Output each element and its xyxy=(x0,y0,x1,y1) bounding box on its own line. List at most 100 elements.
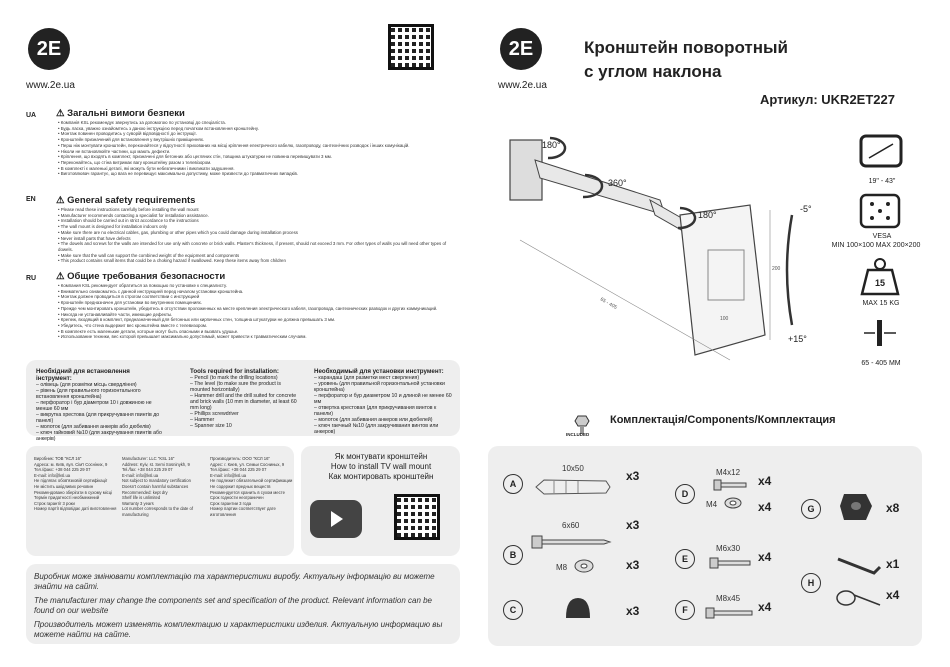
list-item: Срок гарантии 3 года xyxy=(210,500,252,506)
list-item: • Never install parts that have defects xyxy=(58,235,131,241)
list-item: Тел./факс: +38 044 225 29 07 xyxy=(210,467,267,473)
list-item: – ключ гайковий №10 (для закручування гв… xyxy=(36,430,162,442)
list-item: – Hammer drill and the drill suited for … xyxy=(190,393,297,411)
dowel-icon xyxy=(535,479,611,495)
safety-list-en: • Please read these instructions careful… xyxy=(58,207,458,264)
list-item: Номер партии соответствует дате изготовл… xyxy=(210,506,276,517)
article-number: Артикул: UKR2ET227 xyxy=(760,92,895,107)
list-item: Термін придатності необмежений xyxy=(34,495,100,501)
screw-m6-icon xyxy=(709,557,751,569)
list-item: Адреса: м. Київ, вул. Сім'ї Сосніних, 9 xyxy=(34,461,108,467)
list-item: Manufacturer: LLC "KSL 16" xyxy=(122,456,175,461)
list-item: – олівець (для розмітки місць свердління… xyxy=(36,382,137,388)
spec-vesa-range: MIN 100×100 MAX 200×200 xyxy=(831,242,921,249)
weight-icon xyxy=(860,258,900,296)
list-item: – перфоратор і бур діаметром 10 і довжин… xyxy=(36,400,152,412)
list-item: • Прежде чем монтировать кронштейн, убед… xyxy=(58,305,438,311)
component-d-size: M4x12 xyxy=(716,468,741,477)
spec-vesa-title: VESA xyxy=(872,233,892,240)
component-d-washer: M4 xyxy=(706,500,718,509)
qr-code-video[interactable] xyxy=(394,494,440,540)
safety-list-ua: • Компанія KSL рекомендує звернутись за … xyxy=(58,120,458,177)
rotation-180-bottom: 180° xyxy=(698,210,717,220)
legal-ua: Виробник: ТОВ "КСЛ 16"Адреса: м. Київ, в… xyxy=(34,456,119,512)
lag-bolt-icon xyxy=(531,535,612,549)
disclaimer-ua: Виробник може змінювати комплектацію та … xyxy=(34,572,435,591)
component-d-qty-washer: x4 xyxy=(758,500,772,514)
list-item: Адрес: г. Киев, ул. Семьи Сосниных, 9 xyxy=(210,461,285,467)
list-item: Tel./fax: +38 044 225 29 07 xyxy=(122,467,173,473)
play-video-button[interactable] xyxy=(310,500,362,538)
component-letter-c: C xyxy=(503,600,523,620)
list-item: E-mail: info@ksl.ua xyxy=(122,472,159,478)
list-item: Lot number corresponds to the date of ma… xyxy=(122,506,193,517)
component-f-size: M8x45 xyxy=(716,594,741,603)
component-b-qty-washer: x3 xyxy=(626,558,640,572)
list-item: Производитель: ООО "КСЛ 16" xyxy=(210,456,270,461)
list-item: • Make sure there are no electrical cabl… xyxy=(58,229,298,235)
list-item: • Никогда не устанавливайте части, имеющ… xyxy=(58,311,173,317)
cable-tie-icon xyxy=(836,590,881,606)
screen-size-icon xyxy=(859,134,903,168)
washer-icon xyxy=(574,559,594,573)
list-item: • Кронштейн призначений для встановлення… xyxy=(58,137,205,143)
list-item: • Убедитесь, что стена выдержит вес крон… xyxy=(58,322,208,328)
list-item: • Монтаж повинен проводитись у суворій в… xyxy=(58,131,197,137)
list-item: Address: Kyiv, st. Semi Sosninykh, 9 xyxy=(122,461,190,467)
list-item: Не подлежит обязательной сертификации xyxy=(210,478,293,484)
list-item: – Hammer xyxy=(190,417,215,423)
rotation-180-top: 180° xyxy=(542,140,561,150)
list-item: • Installation should be carried out in … xyxy=(58,218,199,224)
bolt-icon xyxy=(574,415,590,434)
component-e-size: M6x30 xyxy=(716,544,741,553)
rotation-360: 360° xyxy=(608,178,627,188)
list-item: • Использование техники, вес которой пре… xyxy=(58,334,307,340)
list-item: Not subject to mandatory certification xyxy=(122,478,191,484)
list-item: – Pencil (to mark the drilling locations… xyxy=(190,375,278,381)
list-item: • Make sure that the wall can support th… xyxy=(58,252,240,258)
tools-en: Tools required for installation: – Penci… xyxy=(190,368,300,429)
list-item: Рекомендовано зберігати в сухому місці xyxy=(34,489,113,495)
play-icon xyxy=(331,511,343,527)
list-item: Тел./факс: +38 044 225 29 07 xyxy=(34,467,91,473)
list-item: • Перш ніж монтувати кронштейн, перекона… xyxy=(58,142,410,148)
list-item: Не підлягає обов'язковій сертифікації xyxy=(34,478,108,484)
list-item: • Переконайтесь, що стіна витримає вагу … xyxy=(58,159,212,165)
brand-url: www.2e.ua xyxy=(26,80,75,91)
mount-diagram: 180° 360° 180° -5° +15° 65 - 405 200 100 xyxy=(509,136,812,361)
spec-max-weight: MAX 15 KG xyxy=(862,300,900,307)
list-item: Строк гарантії 3 роки xyxy=(34,500,75,506)
list-item: Рекомендуется хранить в сухом месте xyxy=(210,489,285,495)
component-a-size: 10x50 xyxy=(562,464,584,473)
dim-distance: 65 - 405 xyxy=(599,297,618,311)
tools-panel xyxy=(26,360,460,436)
washer-m4-icon xyxy=(724,497,742,509)
list-item: • Кріплення, що входять в комплект, приз… xyxy=(58,154,332,160)
component-h-qty-tie: x4 xyxy=(886,588,900,602)
tools-ru: Необходимый для установки инструмент: – … xyxy=(314,368,454,435)
safety-title-ru: ⚠ Общие требования безопасности xyxy=(56,271,226,282)
list-item: Recommended: kept dry xyxy=(122,489,168,495)
safety-list-ru: • Компания KSL рекомендует обратиться за… xyxy=(58,283,458,340)
component-letter-d: D xyxy=(675,484,695,504)
list-item: • Manufacturer recommends contacting a s… xyxy=(58,212,209,218)
component-letter-f: F xyxy=(675,600,695,620)
component-b-size: 6x60 xyxy=(562,521,580,530)
component-letter-g: G xyxy=(801,499,821,519)
list-item: • Кронштейн предназначен для установки в… xyxy=(58,300,203,306)
tilt-down: +15° xyxy=(788,334,807,344)
list-item: – отвертка крестовая (для прикручивания … xyxy=(314,405,437,417)
hex-key-icon xyxy=(837,557,882,575)
components-title: Комплектація/Components/Комплектация xyxy=(610,414,836,426)
list-item: • The wall mount is designed for install… xyxy=(58,224,168,230)
disclaimer-ru: Производитель может изменять комплектаци… xyxy=(34,620,443,639)
list-item: E-mail: info@ksl.ua xyxy=(34,472,71,478)
spec-screen: 19" - 43" xyxy=(868,178,896,185)
list-item: – молоток (для забивання анкерів або дюб… xyxy=(36,424,151,430)
component-b-qty-bolt: x3 xyxy=(626,518,640,532)
component-h-qty-key: x1 xyxy=(886,557,900,571)
legal-ru: Производитель: ООО "КСЛ 16"Адрес: г. Кие… xyxy=(210,456,295,518)
list-item: • В комплекті є маленькі деталі, які мож… xyxy=(58,165,235,171)
component-d-qty-screw: x4 xyxy=(758,474,772,488)
screw-m4-icon xyxy=(713,479,747,491)
